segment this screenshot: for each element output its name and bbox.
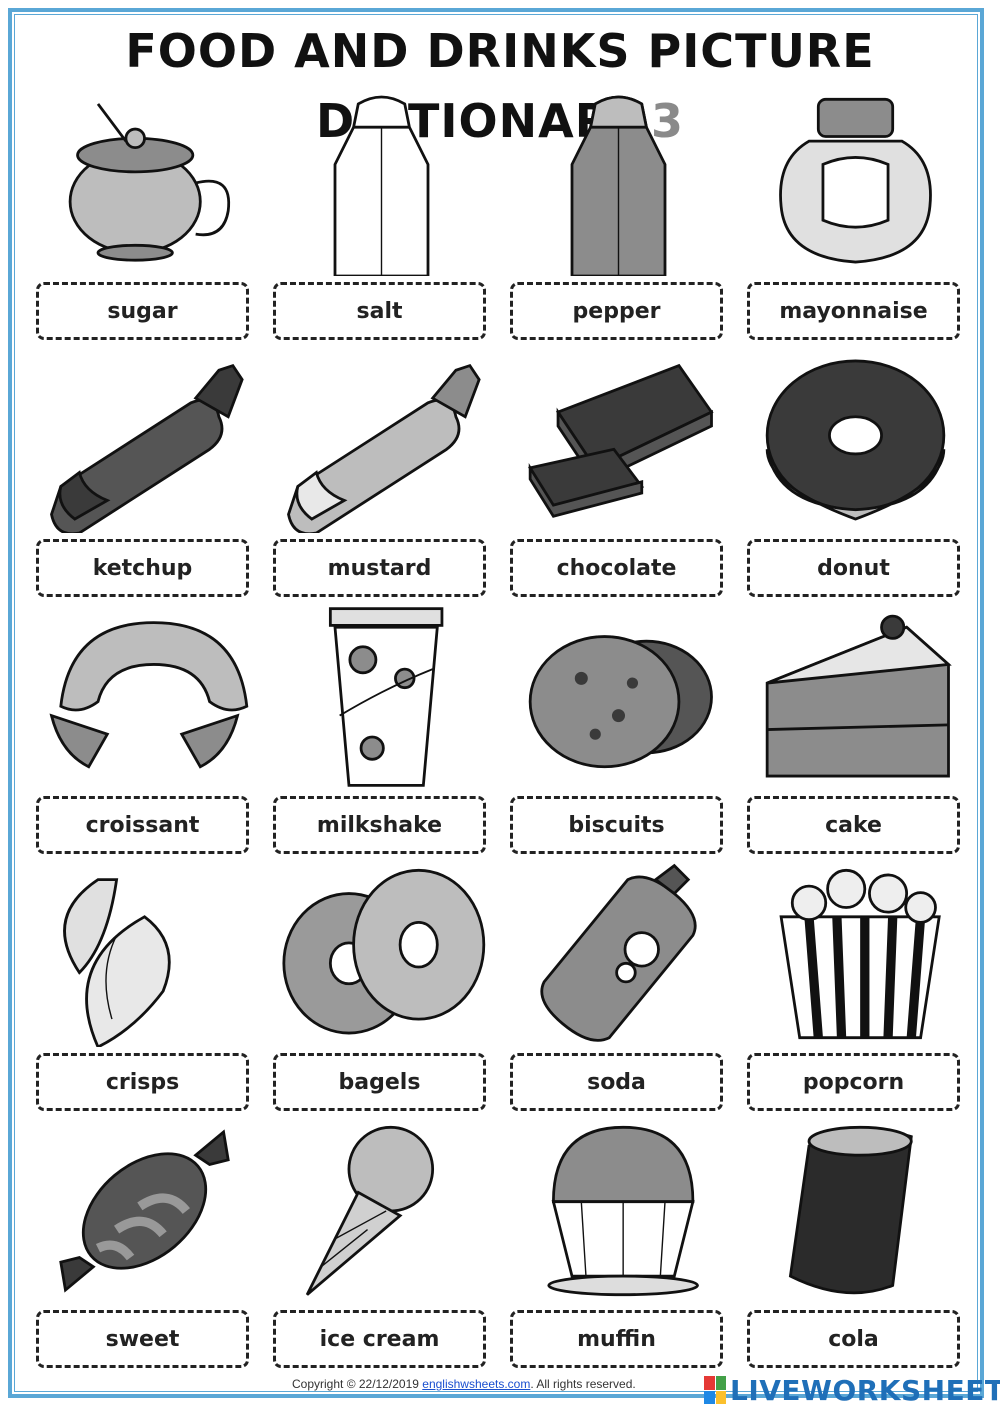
chocolate-bar-icon <box>510 347 727 533</box>
word-label-box: popcorn <box>747 1053 960 1111</box>
dictionary-item: salt <box>263 86 500 343</box>
word-label-box: ketchup <box>36 539 249 597</box>
site-link[interactable]: englishwsheets.com <box>422 1377 531 1391</box>
mustard-bottle-icon <box>273 347 490 536</box>
dictionary-item: chocolate <box>500 343 737 600</box>
word-label-box: cola <box>747 1310 960 1368</box>
dictionary-item: soda <box>500 857 737 1114</box>
muffin-icon <box>510 1118 727 1304</box>
word-label-box: sugar <box>36 282 249 340</box>
word-label-box: bagels <box>273 1053 486 1111</box>
word-label-box: cake <box>747 796 960 854</box>
popcorn-box-icon <box>747 861 964 1047</box>
dictionary-item: ice cream <box>263 1114 500 1371</box>
dictionary-item: mustard <box>263 343 500 600</box>
mayonnaise-jar-icon <box>747 90 964 276</box>
bagels-icon <box>273 861 490 1047</box>
dictionary-item: biscuits <box>500 600 737 857</box>
pepper-shaker-icon <box>510 90 727 278</box>
word-label-box: soda <box>510 1053 723 1111</box>
soda-can-icon <box>510 861 727 1047</box>
dictionary-item: cola <box>737 1114 974 1371</box>
word-label-box: ice cream <box>273 1310 486 1368</box>
dictionary-item: croissant <box>26 600 263 857</box>
word-label-box: mayonnaise <box>747 282 960 340</box>
inner-border <box>14 14 978 1392</box>
donut-icon <box>747 347 964 533</box>
word-label-box: milkshake <box>273 796 486 854</box>
dictionary-item: crisps <box>26 857 263 1114</box>
copyright-footer: Copyright © 22/12/2019 englishwsheets.co… <box>292 1377 636 1391</box>
dictionary-item: cake <box>737 600 974 857</box>
liveworksheets-text: LIVEWORKSHEETS <box>730 1373 1000 1407</box>
word-label-box: croissant <box>36 796 249 854</box>
liveworksheets-logo-icon <box>704 1376 726 1404</box>
word-label-box: sweet <box>36 1310 249 1368</box>
dictionary-item: donut <box>737 343 974 600</box>
word-label-box: salt <box>273 282 486 340</box>
dictionary-item: ketchup <box>26 343 263 600</box>
word-label-box: muffin <box>510 1310 723 1368</box>
word-label-box: chocolate <box>510 539 723 597</box>
sugar-bowl-icon <box>36 90 253 276</box>
crisps-icon <box>36 861 253 1049</box>
cola-can-icon <box>747 1118 964 1304</box>
liveworksheets-watermark: LIVEWORKSHEETS <box>704 1372 1000 1408</box>
biscuits-icon <box>510 604 727 790</box>
ice-cream-cone-icon <box>273 1118 490 1304</box>
outer-border <box>8 8 984 1398</box>
word-label-box: crisps <box>36 1053 249 1111</box>
milkshake-cup-icon <box>273 604 490 790</box>
dictionary-item: sweet <box>26 1114 263 1371</box>
picture-grid: sugar salt pepper mayonnaise ketchup mustard c… <box>26 86 974 1376</box>
word-label-box: biscuits <box>510 796 723 854</box>
dictionary-item: sugar <box>26 86 263 343</box>
title-number: 3 <box>650 94 684 148</box>
cake-slice-icon <box>747 604 964 790</box>
dictionary-item: muffin <box>500 1114 737 1371</box>
dictionary-item: mayonnaise <box>737 86 974 343</box>
croissant-icon <box>36 604 253 790</box>
word-label-box: donut <box>747 539 960 597</box>
ketchup-bottle-icon <box>36 347 253 536</box>
dictionary-item: pepper <box>500 86 737 343</box>
dictionary-item: popcorn <box>737 857 974 1114</box>
wrapped-sweet-icon <box>36 1118 253 1304</box>
word-label-box: pepper <box>510 282 723 340</box>
word-label-box: mustard <box>273 539 486 597</box>
dictionary-item: bagels <box>263 857 500 1114</box>
rights-text: . All rights reserved. <box>530 1377 636 1391</box>
dictionary-item: milkshake <box>263 600 500 857</box>
copyright-text: Copyright © 22/12/2019 <box>292 1377 419 1391</box>
salt-shaker-icon <box>273 90 490 278</box>
